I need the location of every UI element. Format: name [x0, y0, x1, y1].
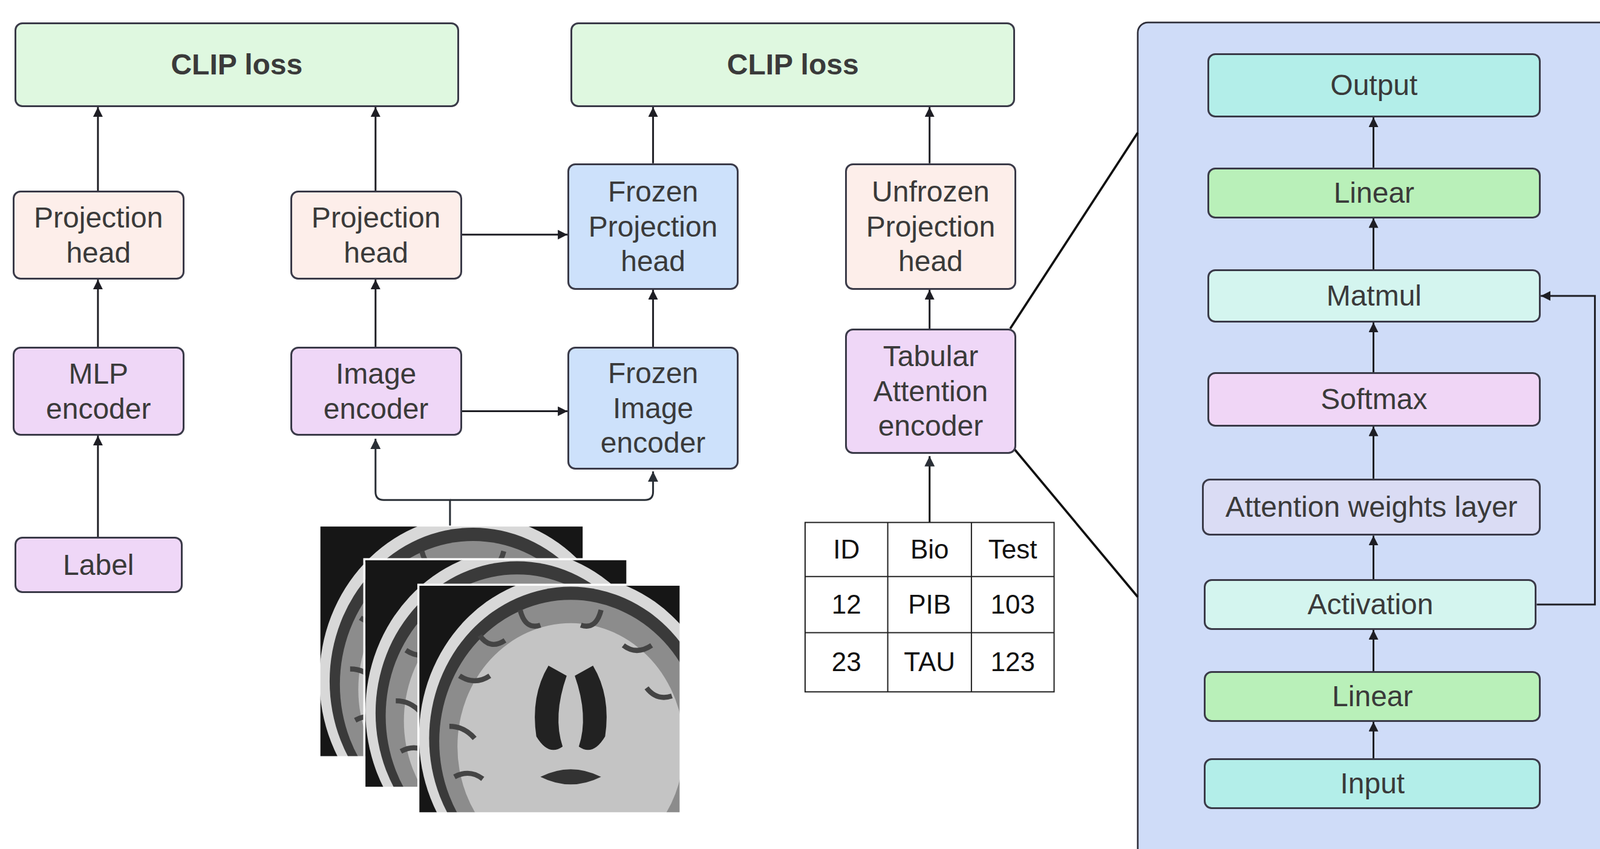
table-cell: 123	[990, 646, 1035, 677]
node-text: Unfrozen Projection head	[852, 174, 1009, 279]
encoder-box: Image encoder	[290, 346, 463, 436]
layer-box: Input	[1203, 757, 1541, 809]
flow-arrow	[96, 435, 99, 537]
table-cell: Test	[988, 534, 1038, 565]
table-cell: ID	[832, 534, 860, 565]
loss-box: CLIP loss	[570, 22, 1016, 108]
layer-box: Softmax	[1207, 372, 1542, 426]
node-text: CLIP loss	[170, 47, 303, 83]
node-text: Projection head	[20, 200, 177, 270]
node-text: Linear	[1332, 678, 1413, 714]
node-text: Tabular Attention encoder	[852, 338, 1009, 444]
detail-panel	[1137, 22, 1600, 849]
image-input-arrow	[450, 471, 654, 500]
loss-box: CLIP loss	[14, 22, 460, 108]
flow-arrow	[928, 289, 931, 329]
table-grid	[805, 522, 1055, 692]
node-text: Attention weights layer	[1225, 489, 1518, 525]
input-box: Label	[14, 536, 183, 593]
frozen-box: Frozen Projection head	[567, 163, 739, 290]
layer-box: Linear	[1203, 670, 1541, 722]
encoder-box: Tabular Attention encoder	[845, 328, 1017, 454]
table-cell: PIB	[907, 589, 951, 620]
projection-box: Unfrozen Projection head	[845, 163, 1017, 290]
table-cell: 103	[990, 589, 1035, 620]
table-cell: 12	[831, 589, 862, 620]
flow-arrow	[928, 107, 931, 164]
node-text: Input	[1339, 765, 1405, 801]
flow-arrow	[96, 107, 99, 191]
zoom-line	[1010, 132, 1138, 329]
flow-arrow	[1372, 322, 1375, 373]
flow-arrow	[652, 107, 654, 164]
layer-box: Attention weights layer	[1201, 478, 1541, 536]
flow-arrow	[1372, 218, 1375, 270]
mri-stack	[319, 515, 723, 849]
frozen-box: Frozen Image encoder	[567, 346, 739, 469]
node-text: Projection head	[298, 200, 455, 270]
node-text: Output	[1330, 67, 1418, 103]
flow-arrow	[374, 279, 377, 347]
node-text: Frozen Image encoder	[575, 355, 731, 461]
projection-box: Projection head	[12, 190, 185, 280]
encoder-box: MLP encoder	[12, 346, 185, 436]
node-text: Matmul	[1326, 278, 1422, 314]
flow-arrow	[1536, 295, 1595, 605]
table-cell: Bio	[910, 534, 950, 565]
flow-arrow	[1372, 535, 1375, 579]
table-cell: TAU	[903, 646, 956, 677]
flow-arrow	[1372, 117, 1375, 168]
node-text: Softmax	[1320, 381, 1427, 417]
flow-arrow	[1372, 629, 1375, 671]
flow-arrow	[1372, 721, 1375, 759]
layer-box: Output	[1207, 53, 1542, 118]
table-input-arrow	[928, 456, 931, 523]
table-cell: 23	[831, 646, 862, 677]
image-input-arrow	[375, 438, 451, 526]
layer-box: Activation	[1203, 578, 1537, 630]
node-text: MLP encoder	[20, 356, 177, 426]
layer-box: Linear	[1207, 167, 1542, 219]
node-text: Frozen Projection head	[575, 174, 731, 279]
node-text: Image encoder	[298, 356, 455, 426]
flow-arrow	[462, 233, 569, 236]
node-text: Label	[62, 547, 134, 583]
flow-arrow	[652, 289, 654, 347]
layer-box: Matmul	[1207, 269, 1542, 323]
flow-arrow	[462, 410, 569, 412]
projection-box: Projection head	[290, 190, 463, 280]
node-text: Linear	[1333, 175, 1415, 211]
flow-arrow	[1372, 426, 1375, 479]
node-text: CLIP loss	[727, 47, 859, 83]
flow-arrow	[374, 107, 377, 191]
node-text: Activation	[1307, 586, 1434, 622]
flow-arrow	[96, 279, 99, 347]
